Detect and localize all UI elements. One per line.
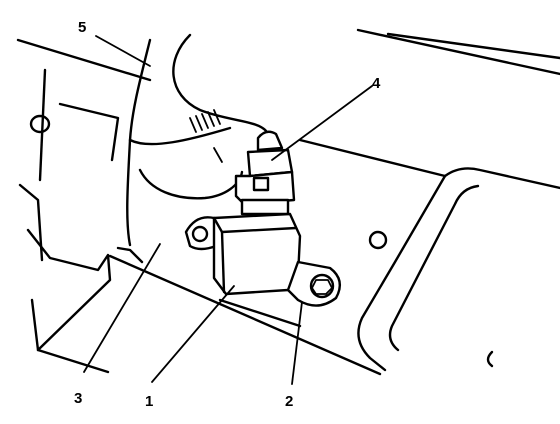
bracket <box>108 246 382 376</box>
callout-2: 2 <box>285 393 294 410</box>
leader-line-3 <box>83 243 161 373</box>
leader-lines <box>83 35 373 385</box>
mounting-bolt <box>309 273 335 299</box>
leader-line-4 <box>271 85 373 161</box>
callout-4: 4 <box>372 75 381 92</box>
callout-3: 3 <box>74 390 83 407</box>
leader-line-5 <box>95 35 151 67</box>
electrical-connector <box>234 130 296 216</box>
callout-5: 5 <box>78 19 87 36</box>
leader-line-2 <box>291 301 303 385</box>
hose <box>126 33 270 247</box>
callout-1: 1 <box>145 393 154 410</box>
leader-line-1 <box>151 285 235 383</box>
right-panel <box>298 28 560 372</box>
body-panel <box>16 38 152 374</box>
